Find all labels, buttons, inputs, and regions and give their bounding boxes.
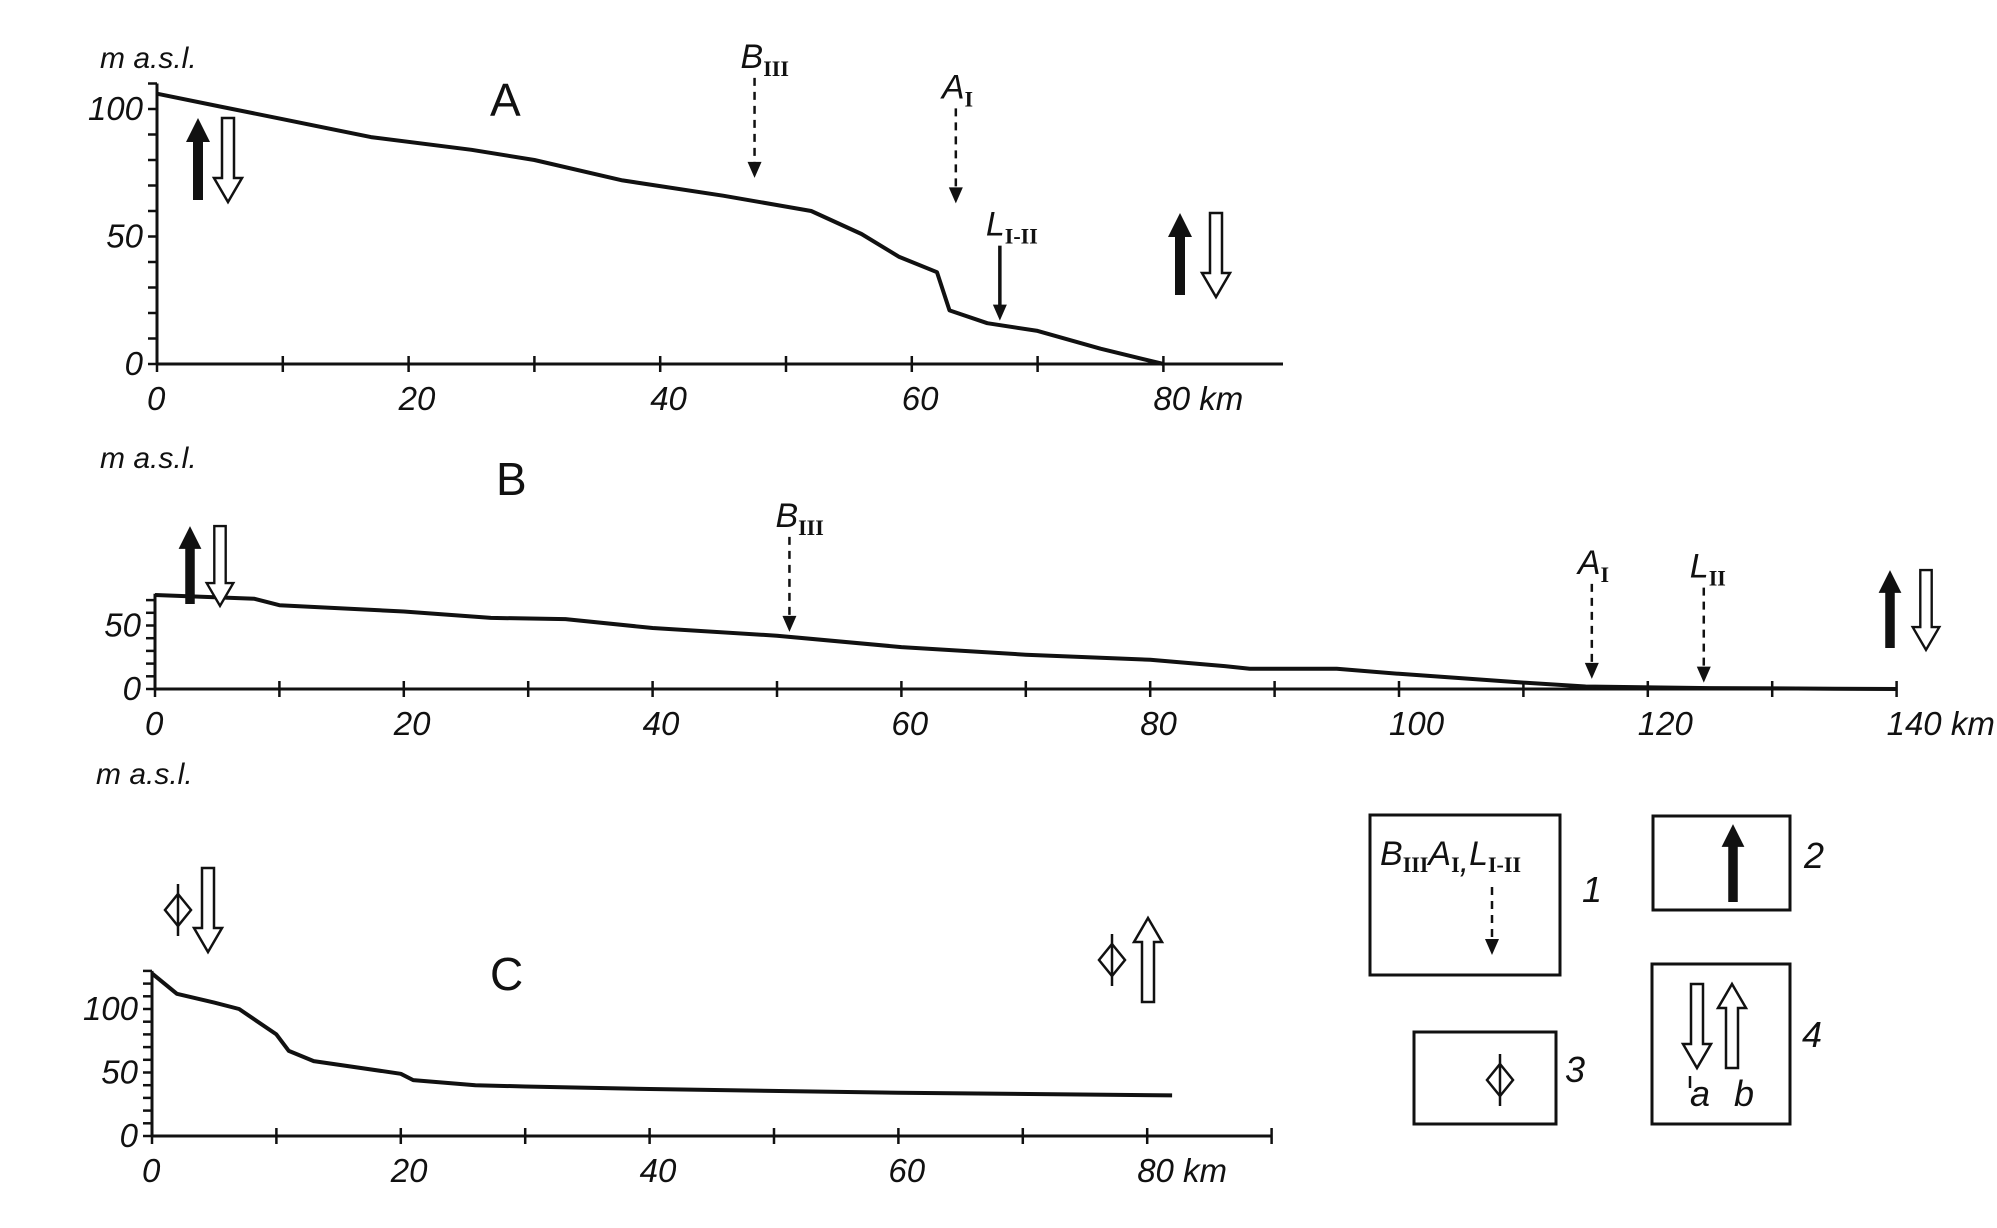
x-tick-label: 80 km <box>1137 1152 1227 1189</box>
x-tick-label: 20 <box>398 380 436 417</box>
profile-line-c <box>150 971 1173 1098</box>
site-arrow-b-iii <box>747 77 762 178</box>
site-label-a-i: AI <box>1576 544 1609 587</box>
legend-sub-label: b <box>1734 1073 1754 1114</box>
legend-site-labels: BIIIAI,LI-II <box>1380 835 1521 880</box>
panel-letter: C <box>490 948 523 1000</box>
end-symbol-hollow-down <box>1911 568 1941 652</box>
y-tick-label: 50 <box>101 1054 138 1091</box>
x-tick-label: 0 <box>142 1152 161 1189</box>
legend-hollow-up-arrow <box>1716 982 1748 1070</box>
legend-box <box>1412 1030 1558 1126</box>
site-arrow-a-i <box>948 108 963 204</box>
y-tick-label: 0 <box>120 1117 139 1154</box>
legend-solid-arrow <box>1721 824 1745 902</box>
y-tick-label: 50 <box>104 607 141 644</box>
legend-number: 3 <box>1565 1049 1585 1090</box>
x-tick-label: 80 km <box>1153 380 1243 417</box>
y-tick-label: 50 <box>106 218 143 255</box>
legend-sub-label: a <box>1690 1073 1710 1114</box>
site-label-b-iii: BIII <box>775 497 823 540</box>
profile-line-a <box>156 91 1164 366</box>
site-arrow-l-ii <box>1696 587 1711 683</box>
legend-hollow-down-arrow <box>1681 982 1713 1070</box>
legend-box <box>1651 814 1792 912</box>
x-tick-label: 0 <box>145 705 164 742</box>
start-symbol-rhombus <box>163 882 193 938</box>
legend-item-1: 1 BIIIAI,LI-II <box>1368 813 1602 977</box>
y-axis-label: m a.s.l. <box>100 442 197 475</box>
x-tick-label: 80 <box>1140 705 1177 742</box>
site-arrow-l-i-ii <box>992 245 1007 321</box>
panel-a: 0 20 40 60 80 km 0 50 100 m a.s.l. A BIII AI LI-II <box>88 38 1283 417</box>
x-tick-label: 20 <box>393 705 431 742</box>
end-symbol-solid-up <box>1168 213 1192 295</box>
profile-line-b <box>154 593 1897 691</box>
x-tick-label: 40 <box>643 705 680 742</box>
site-label-l-ii: LII <box>1690 548 1726 591</box>
panel-c: 0 20 40 60 80 km 0 50 100 m a.s.l. C <box>83 758 1273 1189</box>
legend-number: 1 <box>1582 869 1602 910</box>
y-tick-label: 100 <box>88 90 144 127</box>
x-tick-label: 60 <box>891 705 928 742</box>
legend-number: 2 <box>1803 835 1824 876</box>
end-symbol-rhombus <box>1097 932 1127 988</box>
x-tick-label: 60 <box>888 1152 925 1189</box>
x-tick-label: 40 <box>640 1152 677 1189</box>
panel-letter: B <box>496 453 527 505</box>
x-tick-label: 140 km <box>1887 705 1995 742</box>
legend-dashed-arrow <box>1485 887 1499 955</box>
legend-rhombus <box>1485 1052 1515 1108</box>
x-tick-label: 0 <box>147 380 166 417</box>
site-label-a-i: AI <box>940 68 973 111</box>
site-label-l-i-ii: LI-II <box>986 206 1038 249</box>
y-axis-label: m a.s.l. <box>100 42 197 75</box>
start-symbol-solid-up <box>186 118 210 200</box>
legend-item-2: 2 <box>1651 814 1824 912</box>
legend-box <box>1368 813 1562 977</box>
end-symbol-hollow-down <box>1200 211 1232 299</box>
legend-item-3: 3 <box>1412 1030 1585 1126</box>
site-arrow-a-i <box>1584 583 1599 679</box>
start-symbol-hollow-down <box>205 524 235 608</box>
site-label-b-iii: BIII <box>741 38 789 81</box>
end-symbol-solid-up <box>1878 570 1902 648</box>
site-arrow-b-iii <box>782 536 797 632</box>
x-tick-label: 100 <box>1389 705 1445 742</box>
start-symbol-solid-up <box>178 526 202 604</box>
x-tick-label: 40 <box>650 380 687 417</box>
x-tick-label: 20 <box>390 1152 428 1189</box>
panel-letter: A <box>490 74 521 126</box>
y-tick-label: 0 <box>125 345 144 382</box>
y-tick-label: 100 <box>83 990 139 1027</box>
legend-number: 4 <box>1802 1014 1822 1055</box>
x-tick-label: 60 <box>902 380 939 417</box>
y-tick-label: 0 <box>123 670 142 707</box>
legend-box <box>1650 962 1792 1126</box>
y-axis-label: m a.s.l. <box>96 758 193 791</box>
end-symbol-hollow-up <box>1132 916 1164 1004</box>
start-symbol-hollow-down <box>192 866 224 954</box>
panel-b: 0 20 40 60 80 100 120 140 km 0 50 m a.s.l. B BIII AI L… <box>100 442 1995 742</box>
start-symbol-hollow-down <box>212 116 244 204</box>
x-tick-label: 120 <box>1638 705 1694 742</box>
